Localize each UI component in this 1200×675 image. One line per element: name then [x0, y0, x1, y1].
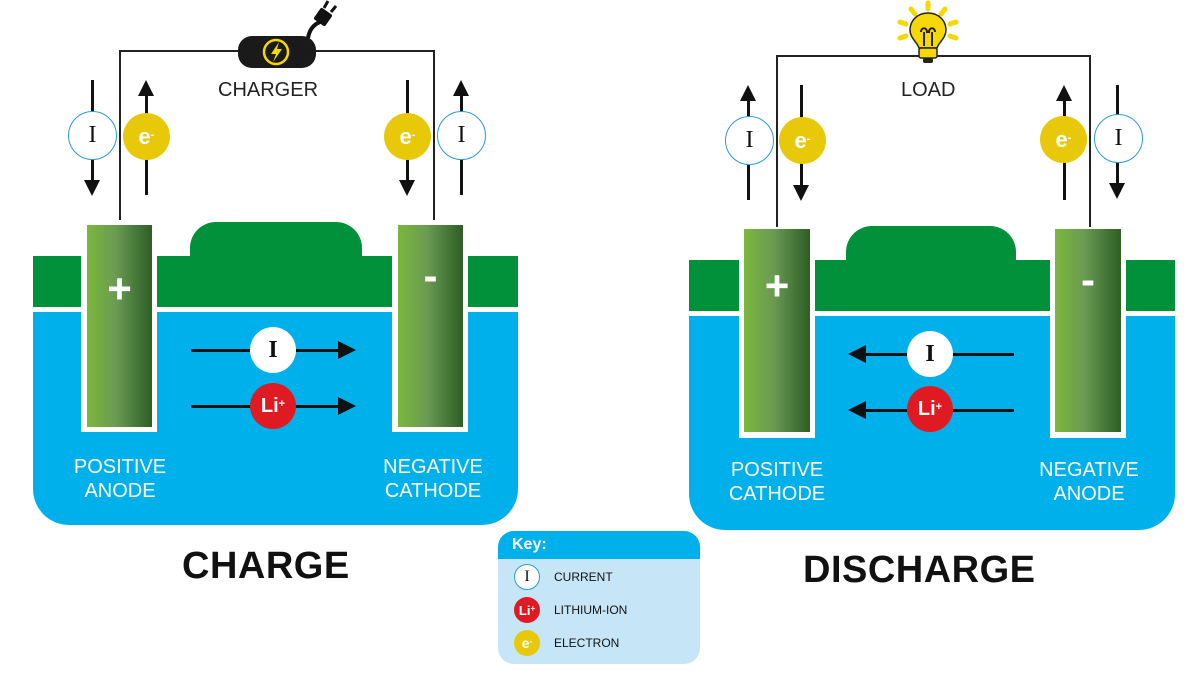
electron-icon: e-: [514, 630, 540, 656]
discharge-negative-label: NEGATIVE ANODE: [1039, 459, 1139, 505]
electron-icon: e-: [123, 113, 170, 160]
legend-label: LITHIUM-ION: [554, 603, 628, 617]
charge-positive-label: POSITIVE ANODE: [73, 456, 167, 502]
discharge-wire-right: [1089, 55, 1091, 227]
current-icon: I: [437, 111, 486, 160]
charge-title: CHARGE: [182, 545, 350, 587]
current-icon: I: [907, 331, 953, 377]
charge-wire-right: [433, 50, 435, 220]
arrow-left-icon: [848, 345, 866, 363]
arrow-down-icon: [1109, 183, 1125, 199]
arrow-right-icon: [338, 397, 356, 415]
arrow-down-icon: [84, 180, 100, 196]
legend-key: Key: I CURRENT Li+ LITHIUM-ION e- ELECTR…: [498, 531, 700, 664]
legend-label: CURRENT: [554, 570, 613, 584]
arrow-down-icon: [399, 180, 415, 196]
discharge-negative-electrode: -: [1055, 229, 1121, 432]
legend-item-lithium-ion: Li+ LITHIUM-ION: [514, 597, 627, 623]
charger-label: CHARGER: [218, 79, 319, 101]
electron-icon: e-: [1040, 116, 1087, 163]
minus-sign: -: [423, 252, 438, 299]
discharge-wire-left: [776, 55, 778, 227]
charge-negative-electrode: -: [398, 225, 463, 427]
minus-sign: -: [1081, 256, 1095, 303]
arrow-up-icon: [138, 80, 154, 96]
arrow-right-icon: [338, 341, 356, 359]
charge-negative-label: NEGATIVE CATHODE: [383, 456, 483, 502]
electron-icon: e-: [779, 117, 826, 164]
lithium-ion-icon: Li+: [907, 386, 953, 432]
current-icon: I: [250, 327, 296, 373]
current-icon: I: [68, 111, 117, 160]
arrow-left-icon: [848, 401, 866, 419]
charge-positive-electrode: +: [87, 225, 152, 427]
current-icon: I: [725, 116, 774, 165]
charge-wire-left: [119, 50, 121, 220]
lithium-ion-icon: Li+: [514, 597, 540, 623]
legend-label: ELECTRON: [554, 636, 620, 650]
current-icon: I: [1094, 114, 1143, 163]
arrow-up-icon: [453, 80, 469, 96]
arrow-down-icon: [793, 185, 809, 201]
discharge-casing-top: [846, 226, 1016, 266]
plus-sign: +: [764, 262, 790, 309]
legend-item-electron: e- ELECTRON: [514, 630, 619, 656]
arrow-up-icon: [740, 85, 756, 101]
discharge-title: DISCHARGE: [803, 549, 1036, 591]
discharge-positive-label: POSITIVE CATHODE: [728, 459, 826, 505]
plus-sign: +: [107, 265, 132, 312]
current-icon: I: [514, 564, 540, 590]
discharge-positive-electrode: +: [744, 229, 810, 432]
arrow-up-icon: [1056, 85, 1072, 101]
charger-plug-icon: [236, 0, 346, 72]
legend-item-current: I CURRENT: [514, 564, 613, 590]
lightbulb-icon: [892, 0, 964, 66]
electron-icon: e-: [384, 113, 431, 160]
lithium-ion-icon: Li+: [250, 383, 296, 429]
legend-title: Key:: [498, 531, 700, 559]
charge-casing-top: [190, 222, 362, 262]
load-label: LOAD: [901, 79, 956, 101]
